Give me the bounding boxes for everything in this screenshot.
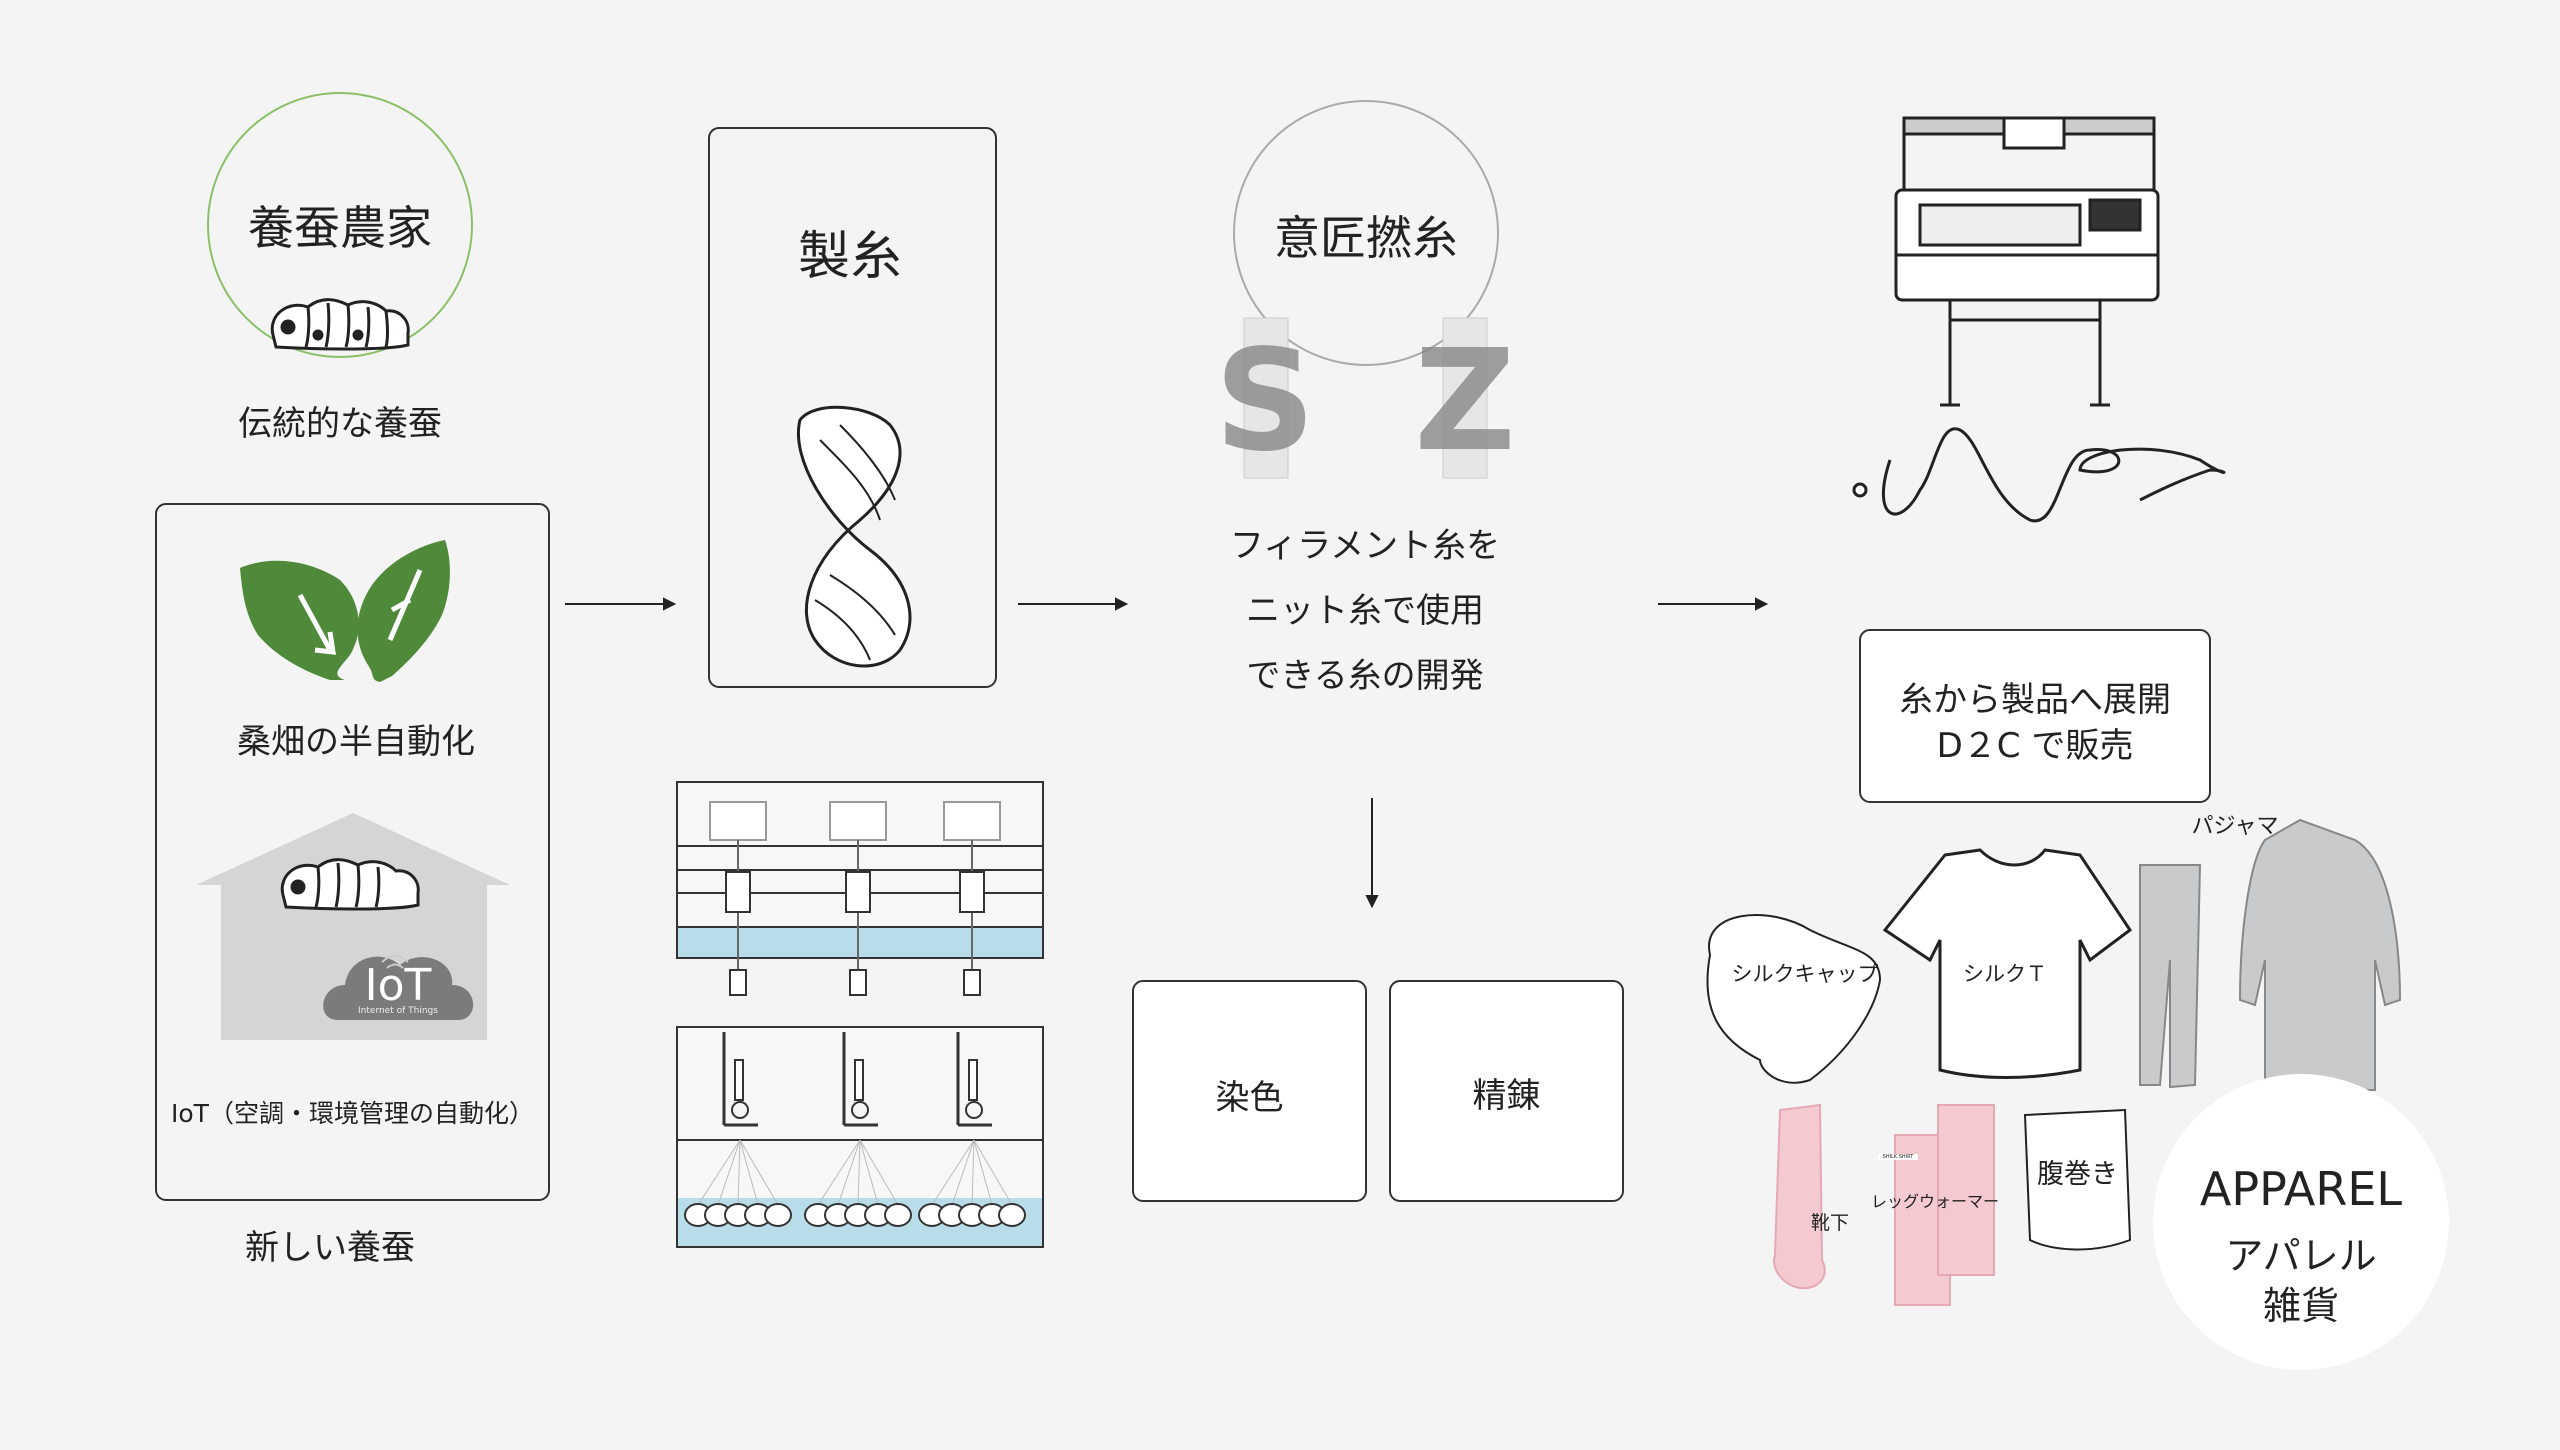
- reel-part-0: [697, 1139, 741, 1206]
- knitting-machine-icon: [1852, 116, 2226, 523]
- twisting-desc-3: できる糸の開発: [1246, 656, 1484, 696]
- twist-z-letter: Z: [1414, 320, 1516, 483]
- farmer-circle: [207, 92, 473, 358]
- reel-part-2: [998, 1203, 1026, 1227]
- new-sericulture-caption: 新しい養蚕: [245, 1228, 415, 1268]
- tshirt-icon: [1882, 848, 2133, 1079]
- twist-s-letter: S: [1214, 320, 1316, 483]
- pajama-label: パジャマ: [2191, 814, 2279, 839]
- iot-sub: Internet of Things: [358, 1006, 438, 1016]
- reel-part-0: [739, 1139, 759, 1206]
- reel-part-2: [973, 1139, 1013, 1206]
- reel-part-0: [739, 1139, 779, 1206]
- farmer-caption: 伝統的な養蚕: [238, 404, 442, 444]
- silk-cap-icon: [1706, 914, 1882, 1084]
- apparel-line-2: 雑貨: [2262, 1284, 2339, 1328]
- reel-part-1: [859, 1139, 879, 1206]
- farmer-title: 養蚕農家: [248, 201, 432, 255]
- new-sericulture-box: [155, 503, 550, 1201]
- silk-cap-label: シルクキャップ: [1731, 962, 1879, 986]
- scouring-label: 精錬: [1472, 1076, 1541, 1116]
- reel-part-1: [857, 1139, 861, 1206]
- d2c-line-2: D２C で販売: [1936, 726, 2134, 766]
- leg-warmer-label: レッグウォーマー: [1870, 1192, 1999, 1211]
- haramaki-label: 腹巻き: [2037, 1159, 2118, 1190]
- reeling-title: 製糸: [797, 227, 902, 287]
- leg-warmer-tag: SHILK SHIRT: [1878, 1154, 1918, 1160]
- flow-arrows: [565, 597, 1769, 909]
- silk-t-label: シルクＴ: [1963, 962, 2047, 986]
- reel-part-1: [884, 1203, 912, 1227]
- pajama-pants-icon: [2139, 864, 2202, 1089]
- d2c-line-1: 糸から製品へ展開: [1899, 680, 2171, 720]
- twisting-desc-2: ニット糸で使用: [1246, 591, 1484, 631]
- reel-part-2: [931, 1139, 975, 1206]
- iot-caption: IoT（空調・環境管理の自動化）: [171, 1099, 534, 1128]
- leg-warmer-icon-2: [1937, 1104, 1995, 1276]
- reel-part-0: [764, 1203, 792, 1227]
- pajama-top-icon: [2238, 818, 2402, 1091]
- reel-part-1: [837, 1139, 861, 1206]
- reel-part-1: [817, 1139, 861, 1206]
- reel-part-2: [971, 1139, 975, 1206]
- reel-part-1: [845, 871, 871, 913]
- twisting-desc-1: フィラメント糸を: [1229, 526, 1501, 566]
- reel-part-1: [854, 1059, 864, 1101]
- d2c-box: [1859, 629, 2211, 803]
- reel-part-0: [725, 871, 751, 913]
- dyeing-label: 染色: [1215, 1078, 1284, 1118]
- reel-part-2: [951, 1139, 975, 1206]
- house-icon: [196, 813, 510, 1040]
- apparel-circle: [2153, 1074, 2449, 1370]
- reeling-machine-diagram: [676, 781, 1044, 1248]
- reel-part-0: [729, 969, 747, 996]
- socks-label: 靴下: [1810, 1212, 1849, 1234]
- reel-part-2: [959, 871, 985, 913]
- haramaki-icon: [2023, 1108, 2132, 1251]
- apparel-title: APPAREL: [2199, 1162, 2403, 1216]
- twisting-circle: [1233, 100, 1499, 366]
- mulberry-leaf-icon: [240, 540, 450, 682]
- reel-part-1: [859, 1139, 899, 1206]
- reel-part-2: [963, 969, 981, 996]
- scouring-box: [1389, 980, 1624, 1202]
- apparel-line-1: アパレル: [2225, 1234, 2377, 1278]
- reel-part-1: [851, 1101, 869, 1119]
- reel-part-0: [717, 1139, 741, 1206]
- reel-part-2: [965, 1101, 983, 1119]
- reel-part-1: [829, 801, 887, 841]
- reel-part-2: [973, 1139, 993, 1206]
- reeling-box: [708, 127, 997, 688]
- reel-part-0: [734, 1059, 744, 1101]
- dyeing-box: [1132, 980, 1367, 1202]
- reel-part-0: [709, 801, 767, 841]
- socks-icon: [1773, 1103, 1826, 1290]
- reel-part-2: [943, 801, 1001, 841]
- yarn-strips: [1243, 317, 1488, 479]
- silk-skein-icon: [797, 405, 912, 668]
- iot-logo: IoT: [364, 960, 432, 1011]
- twisting-title: 意匠撚糸: [1274, 211, 1458, 265]
- cloud-icon: [323, 956, 474, 1020]
- reel-part-2: [968, 1059, 978, 1101]
- reel-part-0: [731, 1101, 749, 1119]
- reel-part-0: [737, 1139, 741, 1206]
- reel-part-1: [849, 969, 867, 996]
- wifi-icon: [381, 955, 409, 969]
- mulberry-caption: 桑畑の半自動化: [237, 722, 475, 762]
- silkworm-icon: [270, 298, 410, 351]
